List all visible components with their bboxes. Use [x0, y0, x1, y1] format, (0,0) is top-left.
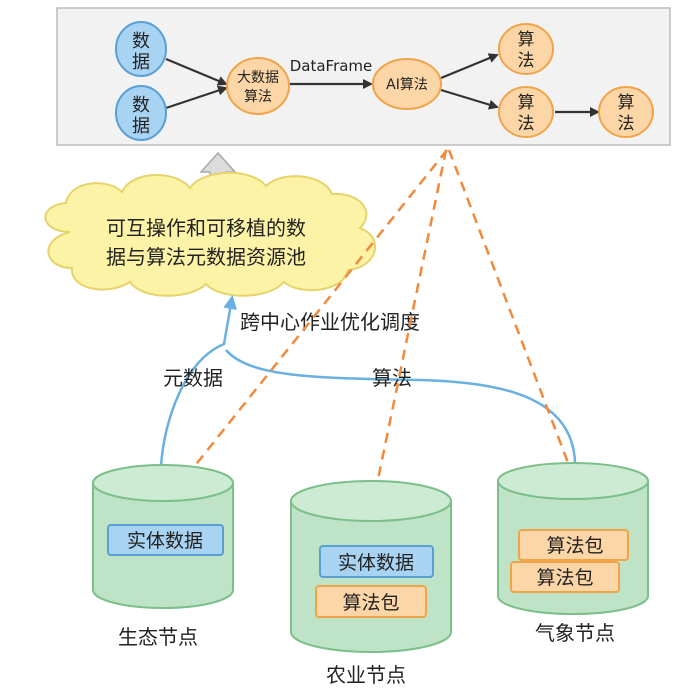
agriculture-entity-data-label: 实体数据 [338, 552, 414, 574]
weather-node-database: 算法包 算法包 [497, 462, 649, 615]
arrow-data2-to-bigdata [165, 85, 228, 110]
algorithm-node-middle: 算 法 [498, 86, 554, 138]
weather-algorithm-package-box-2 [510, 561, 620, 593]
weather-algorithm-package-label-2: 算法包 [536, 567, 593, 589]
ecology-entity-data-box [107, 524, 224, 556]
algorithm-edge-label: 算法 [372, 366, 412, 390]
agriculture-node-database: 实体数据 算法包 [290, 480, 452, 653]
algorithm-node-top: 算 法 [498, 23, 554, 75]
dispatch-arrows [168, 149, 581, 500]
weather-algorithm-package-box-1 [518, 529, 629, 561]
ecology-node-label: 生态节点 [118, 625, 198, 649]
algorithm-node-top-line1: 算 [518, 30, 535, 50]
bigdata-algorithm-node: 大数据 算法 [226, 57, 290, 115]
agriculture-entity-data-box [319, 545, 434, 578]
bigdata-algorithm-line1: 大数据 [237, 70, 279, 86]
agriculture-algorithm-package-label: 算法包 [342, 592, 399, 614]
metadata-arrow [159, 295, 238, 467]
blue-arrows [159, 295, 577, 467]
dispatch-arrow-ecology [168, 149, 448, 500]
dataframe-label: DataFrame [290, 57, 373, 75]
data-node-1: 数 据 [115, 21, 167, 77]
weather-node-label: 气象节点 [535, 621, 615, 645]
dispatch-arrow-agriculture [370, 149, 448, 497]
agriculture-node-label: 农业节点 [326, 663, 406, 687]
data-node-1-line1: 数 [132, 31, 150, 52]
ai-algorithm-node: AI算法 [372, 58, 442, 110]
resource-pool-cloud: 可互操作和可移植的数 据与算法元数据资源池 [44, 171, 377, 297]
cross-center-label: 跨中心作业优化调度 [240, 310, 420, 334]
ecology-node-database: 实体数据 [92, 464, 234, 609]
resource-pool-line2: 据与算法元数据资源池 [106, 245, 306, 269]
resource-pool-line1: 可互操作和可移植的数 [106, 216, 306, 240]
algorithm-node-right-line2: 法 [618, 114, 635, 134]
pipeline-arrows [165, 53, 600, 117]
data-node-1-line2: 据 [132, 52, 150, 73]
ai-algorithm-label: AI算法 [386, 77, 428, 93]
algorithm-node-right-line1: 算 [618, 93, 635, 113]
arrow-data1-to-bigdata [165, 57, 228, 86]
algorithm-node-right: 算 法 [598, 86, 654, 138]
algorithm-node-middle-line1: 算 [518, 93, 535, 113]
ecology-entity-data-label: 实体数据 [127, 530, 203, 552]
data-node-2-line2: 据 [132, 116, 150, 137]
data-node-2-line1: 数 [132, 95, 150, 116]
dispatch-arrow-weather [447, 149, 581, 492]
arrow-ai-to-algo-mid [440, 88, 499, 110]
arrow-ai-to-algo-top [440, 53, 499, 80]
algorithm-arrow [225, 349, 577, 463]
algorithm-node-middle-line2: 法 [518, 114, 535, 134]
data-node-2: 数 据 [115, 85, 167, 141]
bigdata-algorithm-line2: 算法 [244, 89, 272, 105]
algorithm-node-top-line2: 法 [518, 51, 535, 71]
agriculture-algorithm-package-box [315, 585, 427, 618]
metadata-label: 元数据 [163, 366, 223, 390]
weather-algorithm-package-label-1: 算法包 [546, 535, 603, 557]
